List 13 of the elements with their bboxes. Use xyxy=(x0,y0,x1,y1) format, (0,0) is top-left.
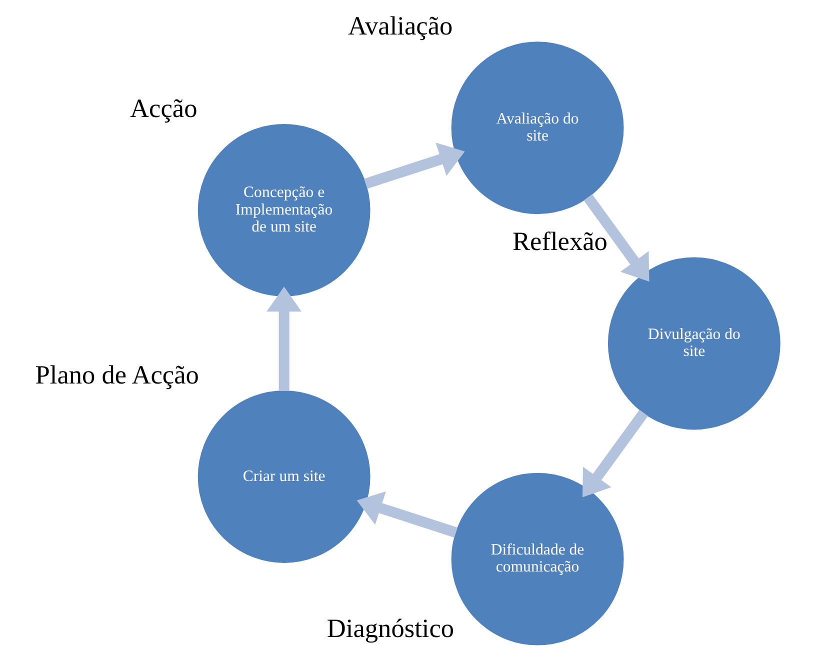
node-circle: Criar um site xyxy=(197,390,370,563)
arrow xyxy=(583,194,649,282)
node-circle: Avaliação do site xyxy=(450,42,624,214)
node-label: Plano de Acção xyxy=(34,360,198,390)
node-label: Reflexão xyxy=(512,227,607,256)
arrow xyxy=(582,410,648,498)
arrow xyxy=(266,286,302,391)
node-circle: Divulgação do site xyxy=(607,257,780,430)
node-label: Acção xyxy=(130,94,197,123)
arrow xyxy=(356,491,458,538)
node-circle: Concepção e Implementação de um site xyxy=(197,124,370,296)
arrow xyxy=(364,142,464,189)
node-label: Avaliação xyxy=(347,11,452,40)
